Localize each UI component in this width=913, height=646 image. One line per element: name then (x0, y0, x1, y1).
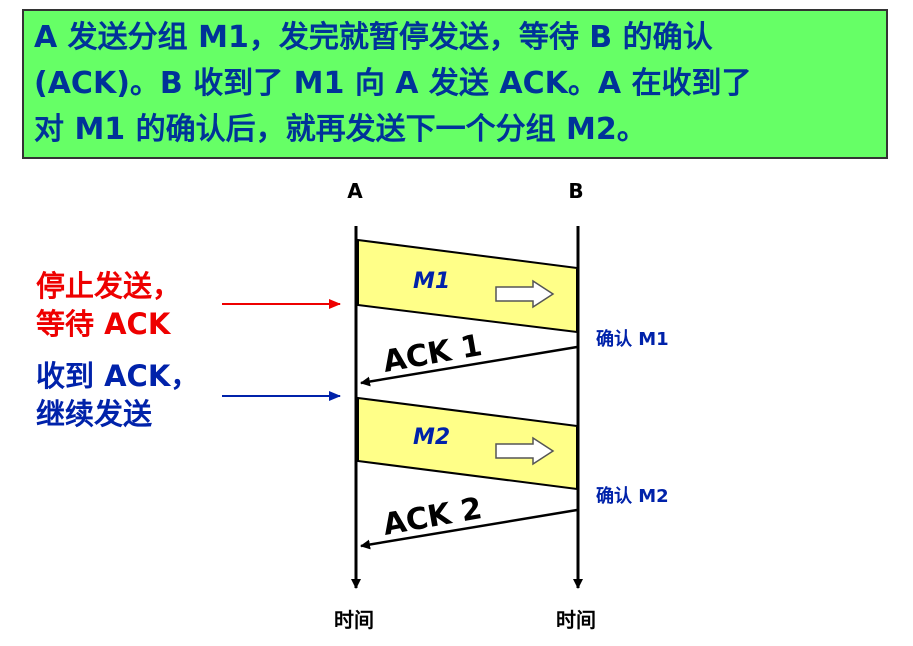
packet-m1-label: M1 (413, 269, 450, 294)
confirm-m2-label: 确认 M2 (596, 485, 669, 507)
packet-m1-direction-icon (495, 279, 555, 309)
description-line-3: 对 M1 的确认后，就再发送下一个分组 M2。 (34, 112, 647, 147)
packet-m2-direction-icon (495, 436, 555, 466)
stop-note: 停止发送， 等待 ACK (36, 267, 181, 343)
resume-note: 收到 ACK， 继续发送 (36, 357, 199, 433)
stop-note-line-1: 停止发送， (36, 269, 182, 303)
time-label-a: 时间 (334, 608, 374, 632)
station-a-label: A (347, 179, 363, 203)
ack2-arrow (360, 508, 578, 550)
description-box: A 发送分组 M1，发完就暂停发送，等待 B 的确认 (ACK)。B 收到了 M… (22, 9, 888, 159)
stop-note-line-2: 等待 ACK (36, 307, 171, 341)
confirm-m1-label: 确认 M1 (596, 328, 669, 350)
resume-note-line-1: 收到 ACK， (36, 359, 200, 393)
station-b-label: B (568, 179, 583, 203)
ack1-arrow (360, 345, 578, 387)
packet-m2-label: M2 (413, 425, 450, 450)
description-line-1: A 发送分组 M1，发完就暂停发送，等待 B 的确认 (34, 20, 713, 55)
time-label-b: 时间 (556, 608, 596, 632)
packet-m2-shape (357, 396, 578, 491)
packet-m1-shape (357, 238, 578, 334)
resume-note-line-2: 继续发送 (36, 397, 153, 431)
description-line-2: (ACK)。B 收到了 M1 向 A 发送 ACK。A 在收到了 (34, 66, 752, 101)
